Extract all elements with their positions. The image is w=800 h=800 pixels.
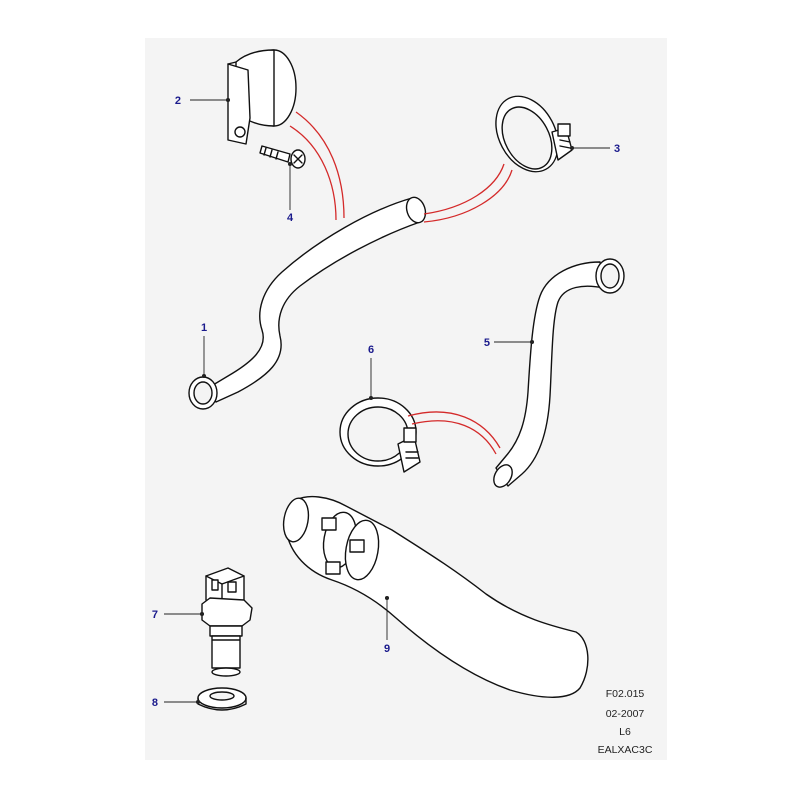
part-4-bolt[interactable] — [259, 145, 306, 169]
reference-code: F02.015 — [605, 688, 645, 700]
reference-part-code: EALXAC3C — [597, 744, 653, 756]
callout-4: 4 — [287, 212, 294, 224]
callout-5: 5 — [484, 337, 490, 349]
part-7-sensor[interactable] — [201, 567, 253, 677]
part-6-clamp[interactable] — [339, 397, 421, 473]
part-5-hose[interactable] — [490, 258, 625, 490]
link-lines — [289, 111, 513, 455]
part-9-hose[interactable] — [280, 495, 589, 698]
part-1-hose[interactable] — [188, 195, 429, 410]
part-3-clamp[interactable] — [483, 86, 573, 183]
leader-lines — [164, 97, 610, 705]
reference-date: 02-2007 — [605, 708, 645, 720]
callout-2: 2 — [175, 95, 181, 107]
callout-6: 6 — [368, 344, 374, 356]
callout-7: 7 — [152, 609, 158, 621]
part-8-washer[interactable] — [197, 687, 247, 711]
callout-8: 8 — [152, 697, 158, 709]
reference-variant: L6 — [619, 726, 631, 738]
callout-3: 3 — [614, 143, 620, 155]
callout-9: 9 — [384, 643, 390, 655]
part-2-bracket[interactable] — [227, 49, 297, 145]
callout-1: 1 — [201, 322, 207, 334]
